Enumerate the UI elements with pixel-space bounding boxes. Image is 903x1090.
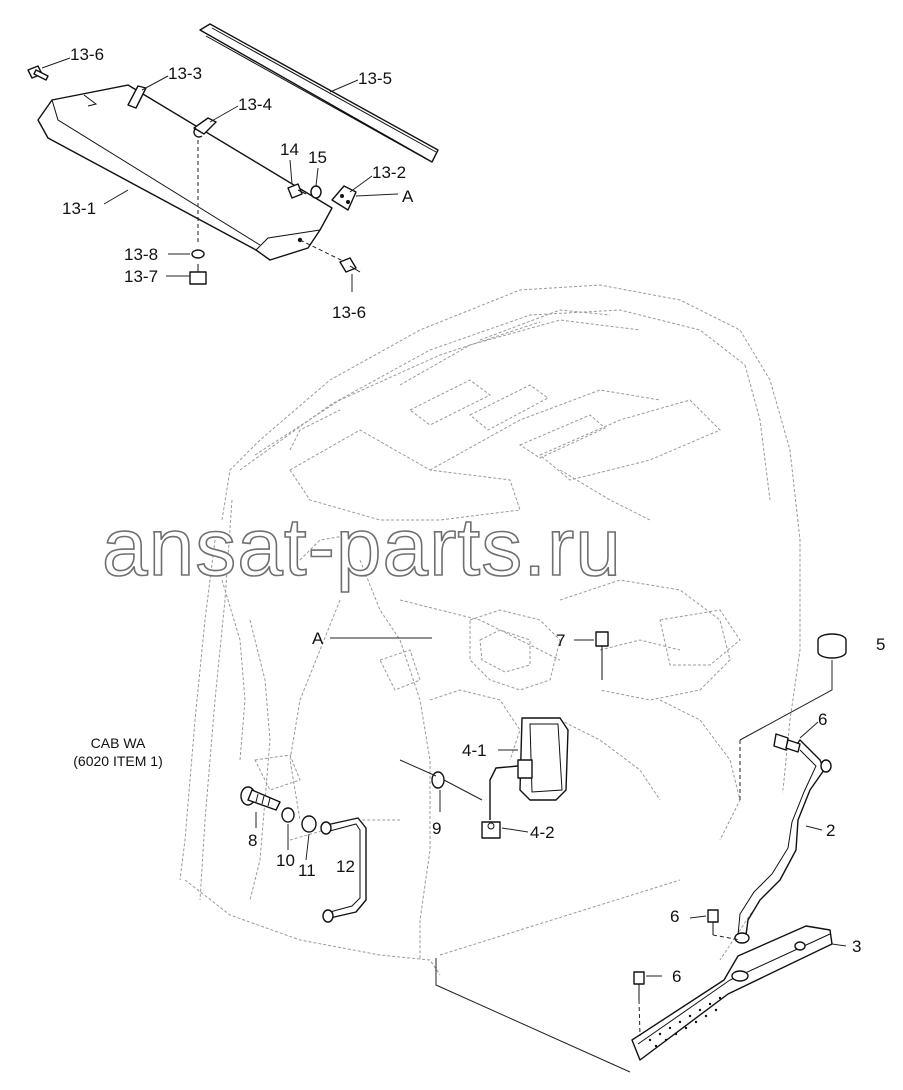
callout-labels: 13-6 13-3 13-5 13-4 14 15 13-2 A 13-1 13… — [62, 45, 885, 986]
washer-part-11 — [301, 815, 317, 833]
note-line-1: CAB WA — [91, 735, 146, 751]
callout-8: 8 — [248, 831, 257, 850]
bolt-part-6-a — [773, 733, 801, 753]
callout-4-2: 4-2 — [530, 823, 555, 842]
leader-lines — [41, 57, 847, 977]
callout-13-1: 13-1 — [62, 199, 96, 218]
callout-2: 2 — [826, 821, 835, 840]
callout-13-2: 13-2 — [372, 163, 406, 182]
bolt-part-13-6-top — [27, 65, 49, 81]
note-line-2: (6020 ITEM 1) — [73, 753, 162, 769]
mirror-head-part-4-1 — [519, 717, 569, 801]
callout-A-top: A — [402, 187, 414, 206]
bolt-part-7 — [595, 631, 609, 680]
visor-part-13-1 — [37, 84, 333, 261]
callout-13-3: 13-3 — [168, 64, 202, 83]
callout-3: 3 — [852, 937, 861, 956]
callout-10: 10 — [276, 851, 295, 870]
callout-4-1: 4-1 — [462, 741, 487, 760]
callout-12: 12 — [336, 857, 355, 876]
visor-assembly — [27, 23, 439, 285]
bolt-part-13-6-bottom — [339, 257, 361, 273]
callout-13-6-bottom: 13-6 — [332, 303, 366, 322]
washer-part-15 — [310, 185, 322, 199]
plate-part-13-2 — [331, 185, 357, 211]
mirror-base-part-4-2 — [481, 821, 501, 839]
cap-part-5 — [817, 633, 847, 659]
watermark-text: ansat-parts.ru — [102, 502, 622, 593]
callout-13-4: 13-4 — [238, 95, 272, 114]
leader-cap — [739, 660, 833, 741]
handle-part-12 — [320, 817, 367, 923]
callout-6-b: 6 — [670, 907, 679, 926]
clip-part-13-4 — [193, 117, 217, 138]
callout-11: 11 — [298, 861, 316, 880]
mirror-arm — [489, 765, 519, 820]
step-part-3 — [631, 925, 833, 1061]
callout-6-c: 6 — [672, 967, 681, 986]
washer-part-13-8 — [191, 249, 205, 259]
callout-14: 14 — [280, 140, 299, 159]
callout-13-6-top: 13-6 — [70, 45, 104, 64]
bolt-part-6-c — [633, 971, 645, 1037]
callout-5: 5 — [876, 635, 885, 654]
callout-9: 9 — [432, 819, 441, 838]
callout-13-7: 13-7 — [124, 267, 158, 286]
cab-note: CAB WA (6020 ITEM 1) — [73, 735, 162, 769]
washer-part-10 — [281, 807, 295, 823]
washer-part-9 — [431, 771, 445, 789]
mirror-assembly — [481, 717, 569, 839]
callout-6-a: 6 — [818, 710, 827, 729]
bolt-part-8 — [240, 786, 281, 811]
handrail-part-2 — [737, 739, 832, 936]
callout-13-8: 13-8 — [124, 245, 158, 264]
bolt-part-13-7 — [189, 264, 207, 285]
bolt-part-14 — [287, 183, 307, 199]
callout-15: 15 — [308, 148, 327, 167]
rail-part-13-5 — [199, 23, 439, 163]
callout-A-mid: A — [312, 629, 324, 648]
callout-13-5: 13-5 — [358, 69, 392, 88]
callout-7: 7 — [556, 631, 565, 650]
cab-outline — [179, 284, 801, 976]
ground-lines — [435, 958, 631, 1073]
bolt-part-6-b — [707, 909, 741, 941]
